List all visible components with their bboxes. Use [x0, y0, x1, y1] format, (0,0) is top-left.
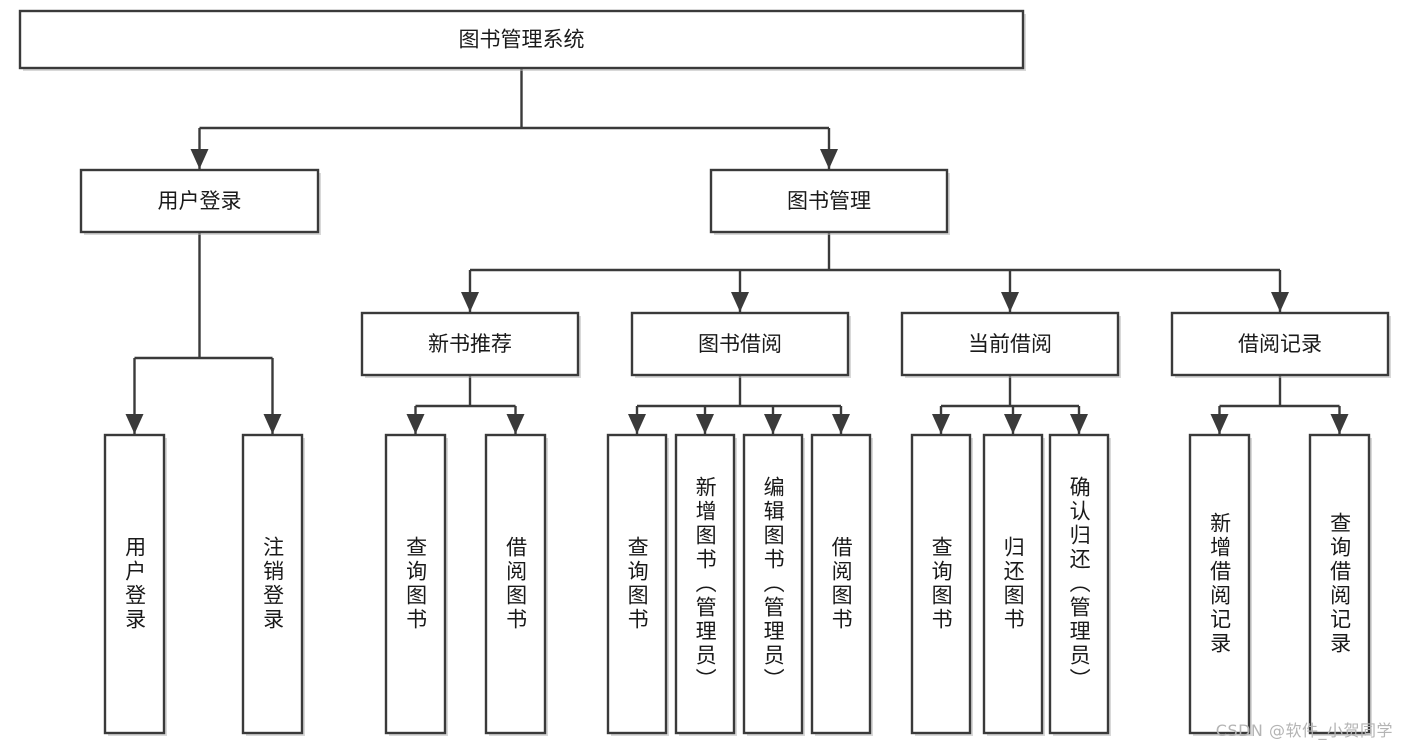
label-new-book-rec: 新书推荐	[428, 332, 512, 356]
root-box[interactable]	[18, 9, 1025, 70]
leaf-leaf-borrow-book-new[interactable]	[484, 433, 547, 735]
edges-layer	[125, 68, 1349, 434]
arrow-to-borrow-record	[1271, 292, 1289, 312]
root-label: 图书管理系统	[459, 28, 585, 52]
leaf-leaf-query-book-c[interactable]	[910, 433, 972, 735]
leaf-leaf-add-book[interactable]	[674, 433, 736, 735]
label-user-login: 用户登录	[158, 189, 242, 213]
arrow-to-book-manage	[820, 149, 838, 169]
arrow-to-leaf-query-book-b	[628, 414, 646, 434]
label-current-borrow: 当前借阅	[968, 332, 1052, 356]
boxes-layer	[18, 9, 1391, 736]
arrow-to-book-borrow	[731, 292, 749, 312]
node-book-borrow[interactable]	[630, 311, 850, 377]
arrow-to-leaf-return-book	[1004, 414, 1022, 434]
leaf-leaf-user-login[interactable]	[103, 433, 166, 735]
arrow-to-leaf-borrow-book-new	[506, 414, 525, 434]
leaf-leaf-query-book-new[interactable]	[384, 433, 447, 735]
arrow-to-leaf-logout	[263, 414, 282, 434]
arrow-to-leaf-user-login	[125, 414, 144, 434]
label-book-manage: 图书管理	[787, 189, 871, 213]
node-user-login[interactable]	[79, 168, 320, 234]
watermark-text: CSDN @软件_小贺同学	[1215, 721, 1393, 740]
arrow-to-leaf-add-record	[1210, 414, 1229, 434]
arrow-to-current-borrow	[1001, 292, 1019, 312]
arrow-to-leaf-borrow-book-b	[832, 414, 850, 434]
label-book-borrow: 图书借阅	[698, 332, 782, 356]
arrow-to-user-login	[190, 149, 209, 169]
label-borrow-record: 借阅记录	[1238, 332, 1322, 356]
arrow-to-leaf-query-book-c	[932, 414, 950, 434]
leaf-leaf-borrow-book-b[interactable]	[810, 433, 872, 735]
leaf-leaf-add-record[interactable]	[1188, 433, 1251, 735]
leaf-leaf-confirm-return[interactable]	[1048, 433, 1110, 735]
node-book-manage[interactable]	[709, 168, 949, 234]
leaf-leaf-query-record[interactable]	[1308, 433, 1371, 735]
leaf-leaf-logout[interactable]	[241, 433, 304, 735]
node-borrow-record[interactable]	[1170, 311, 1390, 377]
arrow-to-new-book-rec	[461, 292, 479, 312]
arrow-to-leaf-confirm-return	[1070, 414, 1088, 434]
arrow-to-leaf-query-record	[1330, 414, 1349, 434]
arrow-to-leaf-add-book	[696, 414, 714, 434]
node-current-borrow[interactable]	[900, 311, 1120, 377]
leaf-leaf-return-book[interactable]	[982, 433, 1044, 735]
leaf-leaf-edit-book[interactable]	[742, 433, 804, 735]
arrow-to-leaf-edit-book	[764, 414, 782, 434]
node-new-book-rec[interactable]	[360, 311, 580, 377]
arrow-to-leaf-query-book-new	[406, 414, 425, 434]
leaf-leaf-query-book-b[interactable]	[606, 433, 668, 735]
